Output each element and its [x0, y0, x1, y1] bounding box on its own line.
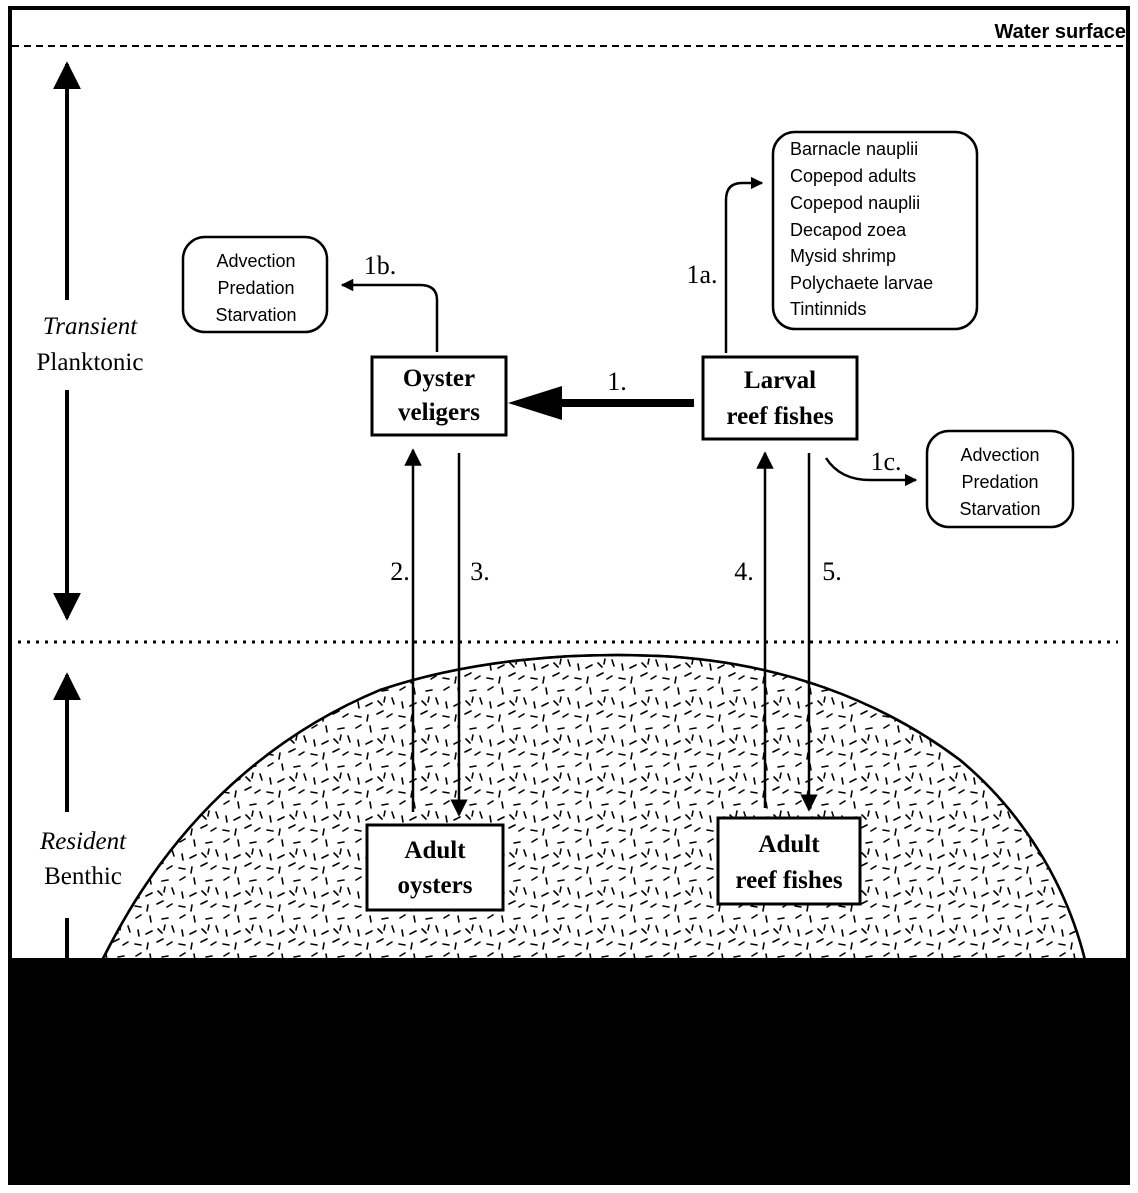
- adult-reef-fishes-line2: reef fishes: [735, 867, 842, 894]
- fates-1b-item: Advection: [216, 251, 295, 271]
- link-5-label: 5.: [822, 557, 842, 586]
- prey-item: Copepod adults: [790, 166, 916, 186]
- arrow-1a: [724, 176, 764, 353]
- larval-reef-fishes-line2: reef fishes: [726, 403, 833, 430]
- transient-label: Transient: [43, 313, 139, 340]
- adult-oysters-line1: Adult: [404, 837, 466, 864]
- adult-oysters-line2: oysters: [398, 872, 473, 899]
- planktonic-label: Planktonic: [37, 349, 144, 376]
- oyster-veligers-line2: veligers: [398, 399, 480, 426]
- link-1b-label: 1b.: [364, 251, 397, 280]
- link-1-label: 1.: [607, 367, 627, 396]
- prey-item: Tintinnids: [790, 299, 866, 319]
- resident-label: Resident: [39, 828, 127, 855]
- link-4-label: 4.: [734, 557, 754, 586]
- prey-1a-box: Barnacle nauplii Copepod adults Copepod …: [771, 130, 979, 331]
- arrow-1-head: [508, 386, 562, 420]
- fates-1c-box: Advection Predation Starvation: [925, 429, 1075, 529]
- fates-1b-item: Predation: [217, 278, 294, 298]
- fates-1c-item: Predation: [961, 472, 1038, 492]
- prey-item: Copepod nauplii: [790, 193, 920, 213]
- prey-item: Decapod zoea: [790, 220, 907, 240]
- oyster-veligers-line1: Oyster: [403, 365, 475, 392]
- water-surface-label: Water surface: [994, 21, 1126, 43]
- oyster-reef-fill-base: [26, 653, 1114, 1167]
- link-2-label: 2.: [390, 557, 410, 586]
- fates-1c-item: Starvation: [959, 499, 1040, 519]
- adult-reef-fishes-line1: Adult: [758, 831, 820, 858]
- adult-oysters-box: Adult oysters: [365, 823, 505, 912]
- oyster-veligers-box: Oyster veligers: [370, 355, 508, 437]
- prey-item: Mysid shrimp: [790, 246, 896, 266]
- link-1a-label: 1a.: [686, 260, 717, 289]
- arrow-1c: [824, 457, 918, 487]
- adult-reef-fishes-box: Adult reef fishes: [716, 816, 862, 906]
- arrow-1b: [340, 278, 439, 352]
- prey-item: Polychaete larvae: [790, 273, 933, 293]
- larval-reef-fishes-box: Larval reef fishes: [701, 355, 859, 441]
- larval-reef-fishes-line1: Larval: [744, 367, 816, 394]
- link-3-label: 3.: [470, 557, 490, 586]
- fates-1b-box: Advection Predation Starvation: [181, 235, 329, 334]
- link-1c-label: 1c.: [870, 447, 901, 476]
- fates-1b-item: Starvation: [215, 305, 296, 325]
- reef-label: OYSTER REEF: [548, 1023, 713, 1050]
- benthic-label: Benthic: [44, 863, 122, 890]
- prey-item: Barnacle nauplii: [790, 139, 918, 159]
- fates-1c-item: Advection: [960, 445, 1039, 465]
